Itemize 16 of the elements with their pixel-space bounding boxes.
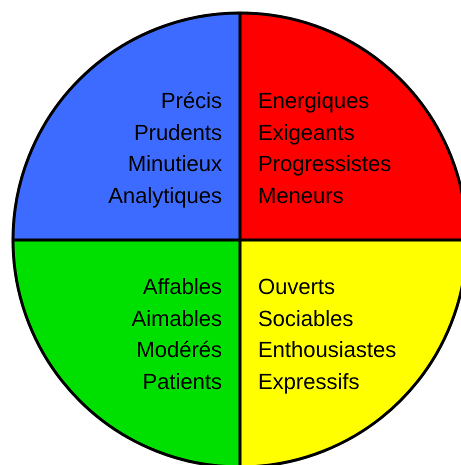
trait-label: Exigeants [258, 118, 355, 147]
trait-label: Aimables [132, 304, 222, 332]
trait-label: Progressistes [258, 150, 392, 178]
trait-label: Prudents [134, 118, 222, 146]
trait-label: Minutieux [128, 150, 222, 178]
trait-label: Analytiques [108, 182, 222, 210]
trait-label: Sociables [258, 304, 354, 332]
trait-label: Ouverts [258, 273, 336, 301]
trait-label: Energiques [258, 87, 370, 115]
trait-label: Expressifs [258, 368, 360, 396]
trait-label: Affables [142, 273, 222, 301]
trait-label: Patients [142, 368, 222, 396]
trait-label: Enthousiastes [258, 336, 396, 364]
trait-label: Modérés [136, 336, 222, 364]
trait-label: Précis [160, 87, 222, 115]
trait-label: Meneurs [258, 182, 344, 210]
